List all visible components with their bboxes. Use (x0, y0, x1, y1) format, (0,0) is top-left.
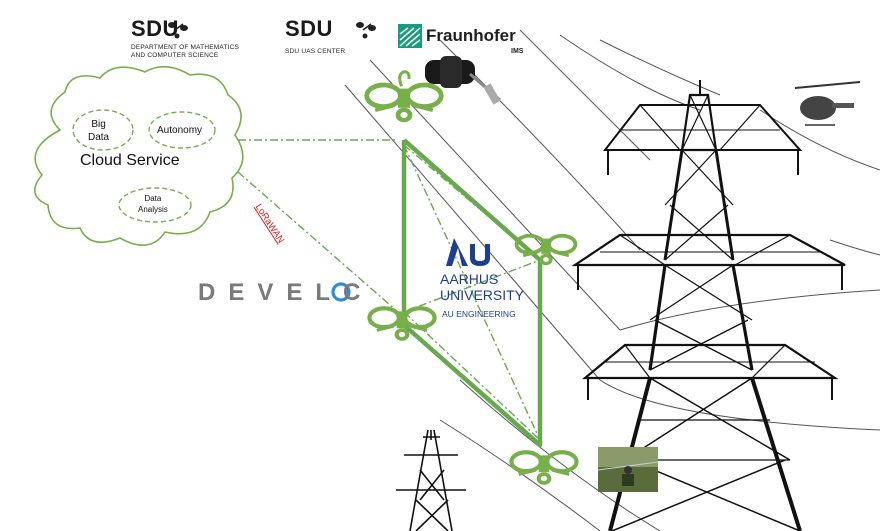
autonomy-label: Autonomy (157, 125, 203, 136)
sdu-uas-subtitle: SDU UAS CENTER (285, 48, 346, 55)
big-data-label: Big Data (88, 119, 110, 143)
sdu-department-line2: AND COMPUTER SCIENCE (131, 52, 219, 59)
develco-logo-text: DEVELC (198, 279, 374, 306)
small-transmission-tower-icon (396, 429, 466, 531)
flight-path (401, 138, 543, 448)
autonomy-bubble (148, 111, 216, 149)
sdu-leaf-icon (356, 22, 376, 39)
au-logo-icon (446, 238, 490, 266)
sdu-department-line1: DEPARTMENT OF MATHEMATICS (131, 44, 240, 51)
lineworker-photo (597, 447, 659, 492)
big-data-bubble (72, 109, 134, 151)
helicopter-icon (794, 81, 861, 126)
drone-icon (367, 70, 441, 122)
sdu-uas-logo-text: SDU (285, 16, 333, 41)
fraunhofer-ims-text: IMS (511, 48, 524, 55)
data-analysis-bubble (118, 187, 192, 223)
aarhus-line2: UNIVERSITY (440, 287, 525, 303)
cloud-service-title: Cloud Service (80, 152, 180, 169)
fraunhofer-logo-icon (398, 24, 422, 48)
data-analysis-label: Data Analysis (138, 194, 168, 214)
sdu-leaf-icon (168, 22, 188, 39)
drone-icon (511, 452, 576, 485)
drone-icon (514, 233, 578, 268)
sensor-device-icon (425, 56, 501, 105)
au-engineering-text: AU ENGINEERING (442, 309, 516, 319)
aarhus-line1: AARHUS (440, 271, 499, 287)
transmission-tower-icon (571, 80, 846, 531)
fraunhofer-logo-text: Fraunhofer (426, 26, 516, 45)
develco-o-icon (331, 282, 351, 302)
cloud-service-shape (34, 65, 244, 246)
drone-icon (369, 308, 434, 341)
sdu-logo-text: SDU (131, 16, 179, 41)
